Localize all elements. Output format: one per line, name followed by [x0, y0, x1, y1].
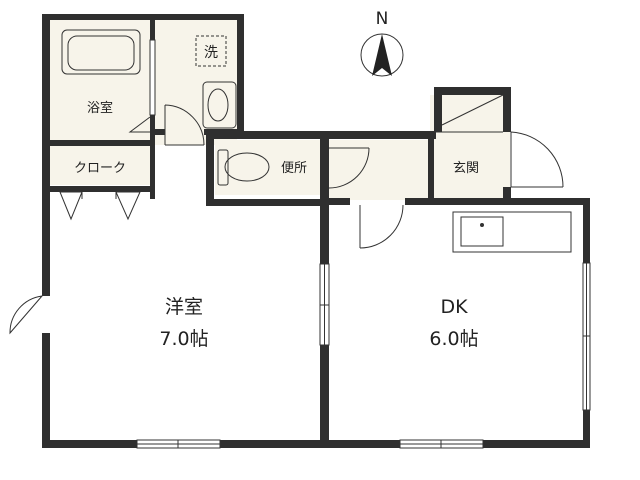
door-bath-swing — [128, 116, 151, 133]
bathtub — [61, 29, 141, 75]
western-room-name: 洋室 — [165, 296, 203, 318]
western-room-size: 7.0帖 — [159, 328, 208, 350]
closet-door-left — [59, 191, 83, 221]
faucet-icon — [480, 223, 484, 227]
dk-floor — [325, 205, 583, 440]
door-toilet-swing — [328, 147, 370, 189]
door-entrance-swing — [510, 131, 564, 188]
washbasin — [202, 81, 237, 129]
door-wash-swing — [164, 104, 205, 146]
doors — [9, 104, 564, 335]
bath-wall-opening — [149, 39, 156, 116]
entrance-label: 玄関 — [453, 161, 479, 176]
toilet-floor — [215, 140, 325, 195]
dk-size: 6.0帖 — [429, 328, 478, 350]
western-room-floor — [50, 200, 325, 440]
toilet-bowl — [224, 152, 270, 182]
windows — [136, 39, 591, 449]
door-dk-swing — [359, 204, 404, 249]
dk-name: DK — [440, 296, 468, 318]
toilet-label: 便所 — [281, 161, 307, 176]
washer-label: 洗 — [204, 45, 218, 61]
door-west-swing — [9, 295, 44, 335]
shoe-cabinet-diagonal — [441, 94, 504, 126]
kitchen-counter — [452, 211, 572, 253]
toilet-tank — [217, 149, 229, 186]
hall-floor — [325, 140, 430, 200]
kitchen-sink — [460, 216, 504, 247]
fixtures — [61, 29, 572, 253]
closet-floor — [50, 145, 150, 185]
bath-floor — [50, 20, 150, 140]
washer-space — [195, 35, 227, 67]
entrance-floor — [430, 95, 510, 200]
bath-label: 浴室 — [87, 100, 113, 116]
closet-label: クローク — [74, 161, 126, 176]
closet-door-right — [115, 191, 141, 221]
north-arrow-icon: N — [360, 9, 404, 77]
compass-north-label: N — [376, 9, 389, 29]
